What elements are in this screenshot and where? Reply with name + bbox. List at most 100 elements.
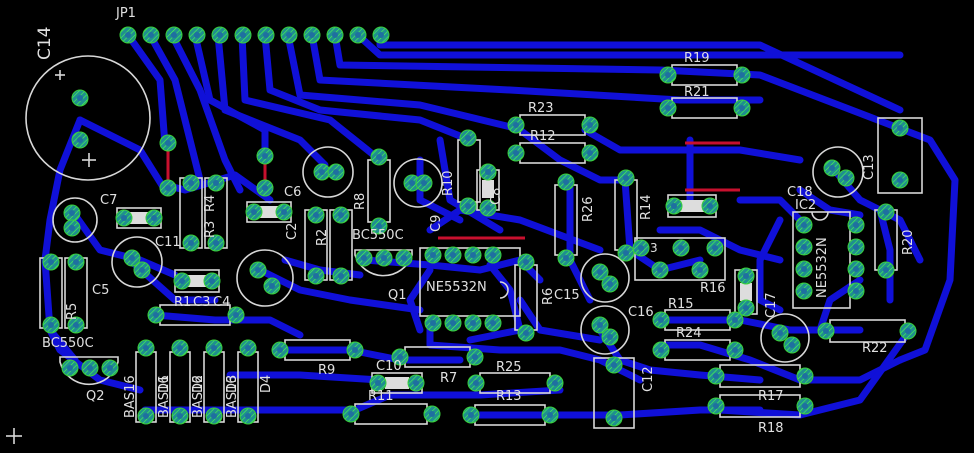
pad-drill-hole: [313, 273, 319, 279]
pad-drill-hole: [125, 32, 131, 38]
pad-drill-hole: [732, 317, 738, 323]
pad-drill-hole: [397, 354, 403, 360]
pad-drill-hole: [707, 203, 713, 209]
label-r12: R12: [530, 129, 556, 144]
pad-drill-hole: [513, 122, 519, 128]
pad-drill-hole: [348, 411, 354, 417]
pad-drill-hole: [513, 150, 519, 156]
pad-drill-hole: [607, 334, 613, 340]
pad-drill-hole: [597, 269, 603, 275]
pad-drill-hole: [485, 205, 491, 211]
pad-drill-hole: [563, 255, 569, 261]
label-c17: C17: [764, 292, 779, 318]
pad-drill-hole: [77, 95, 83, 101]
pad-drill-hole: [177, 345, 183, 351]
pad-drill-hole: [313, 212, 319, 218]
pad-drill-hole: [240, 32, 246, 38]
label-bas16-2: BAS16: [157, 375, 172, 418]
pad-drill-hole: [376, 223, 382, 229]
pad-drill-hole: [658, 347, 664, 353]
pad-drill-hole: [883, 209, 889, 215]
label-r17: R17: [758, 389, 784, 404]
pad-drill-hole: [801, 266, 807, 272]
label-r21: R21: [684, 85, 710, 100]
pad-drill-hole: [251, 209, 257, 215]
pad-drill-hole: [607, 281, 613, 287]
label-r2: R2: [315, 229, 330, 246]
pad-drill-hole: [77, 137, 83, 143]
label-d4: D4: [259, 375, 274, 393]
label-c16: C16: [628, 305, 654, 320]
pad-drill-hole: [262, 185, 268, 191]
pad-drill-hole: [233, 312, 239, 318]
label-bc550c-1: BC550C: [352, 228, 404, 243]
pad-drill-hole: [143, 413, 149, 419]
label-c6: C6: [284, 185, 301, 200]
label-pot-pin: 3: [650, 241, 658, 255]
pad-drill-hole: [263, 32, 269, 38]
label-c7: C7: [100, 193, 117, 208]
label-r23: R23: [528, 101, 554, 116]
pad-drill-hole: [490, 320, 496, 326]
copper-traces: [41, 31, 959, 419]
pad-drill-hole: [490, 252, 496, 258]
pad-drill-hole: [732, 347, 738, 353]
label-r7: R7: [440, 371, 457, 386]
pad-drill-hole: [277, 347, 283, 353]
label-r25: R25: [496, 360, 522, 375]
pad-drill-hole: [213, 180, 219, 186]
pad-drill-hole: [48, 259, 54, 265]
pad-drill-hole: [87, 365, 93, 371]
pad-drill-hole: [211, 345, 217, 351]
pad-drill-hole: [472, 354, 478, 360]
label-r1: R1: [174, 295, 191, 310]
pad-drill-hole: [352, 347, 358, 353]
pad-drill-hole: [309, 32, 315, 38]
pad-drill-hole: [743, 305, 749, 311]
pad-drill-hole: [801, 244, 807, 250]
pad-drill-hole: [413, 380, 419, 386]
label-ic2: IC2: [795, 198, 816, 213]
pad-drill-hole: [801, 288, 807, 294]
pad-drill-hole: [465, 203, 471, 209]
pad-drill-hole: [843, 175, 849, 181]
pad-drill-hole: [897, 125, 903, 131]
pad-drill-hole: [375, 380, 381, 386]
label-c14: C14: [35, 26, 55, 60]
label-r4: R4: [203, 195, 218, 212]
pad-drill-hole: [430, 252, 436, 258]
pad-drill-hole: [547, 412, 553, 418]
label-r13: R13: [496, 389, 522, 404]
pad-drill-hole: [421, 180, 427, 186]
label-q1: Q1: [388, 288, 407, 303]
pad-drill-hole: [802, 373, 808, 379]
pad-drill-hole: [338, 273, 344, 279]
label-d2: D2: [191, 375, 206, 393]
pad-drill-hole: [897, 177, 903, 183]
pad-drill-hole: [470, 320, 476, 326]
pad-drill-hole: [255, 267, 261, 273]
pad-drill-hole: [623, 250, 629, 256]
label-r16: R16: [700, 281, 726, 296]
pad-drill-hole: [563, 179, 569, 185]
pad-drill-hole: [409, 180, 415, 186]
pad-drill-hole: [671, 203, 677, 209]
pad-drill-hole: [165, 185, 171, 191]
pad-drill-hole: [338, 212, 344, 218]
pad-drill-hole: [143, 345, 149, 351]
label-r9: R9: [318, 363, 335, 378]
pad-drill-hole: [217, 32, 223, 38]
pad-drill-hole: [587, 122, 593, 128]
pad-drill-hole: [67, 365, 73, 371]
label-r5: R5: [65, 303, 80, 320]
pad-drill-hole: [139, 267, 145, 273]
pad-drill-hole: [188, 240, 194, 246]
pad-drill-hole: [245, 413, 251, 419]
pad-drill-hole: [281, 209, 287, 215]
label-d3: D3: [225, 375, 240, 393]
label-bas16-3: BAS16: [191, 375, 206, 418]
pad-drill-hole: [473, 380, 479, 386]
label-bc550c-2: BC550C: [42, 336, 94, 351]
label-c11: C11: [155, 235, 181, 250]
pad-drill-hole: [611, 362, 617, 368]
